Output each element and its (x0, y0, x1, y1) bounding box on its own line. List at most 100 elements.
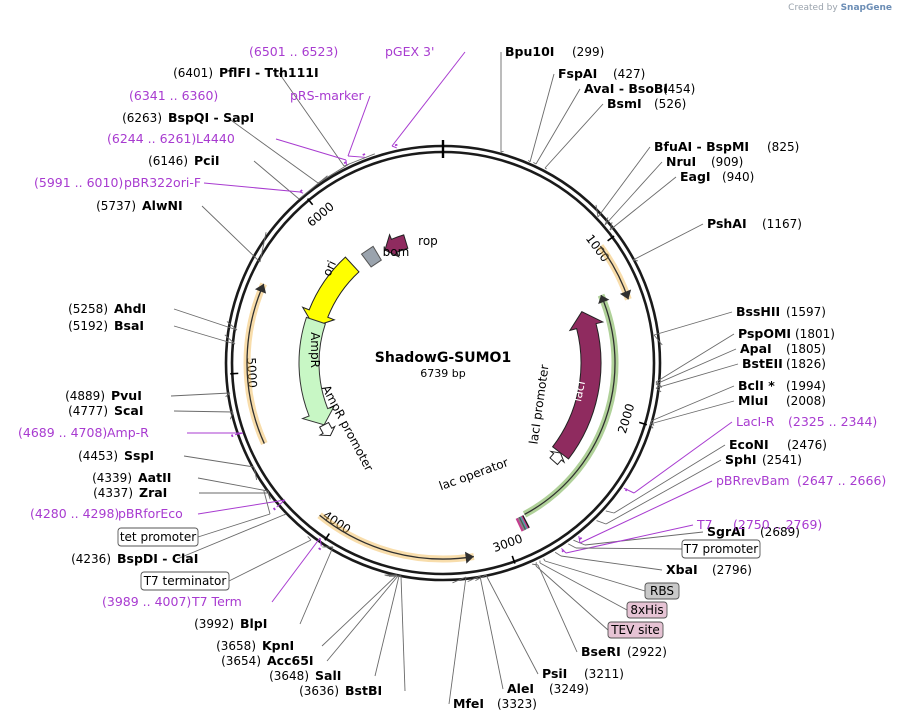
restriction-site[interactable]: NruI(909) (604, 154, 743, 226)
restriction-site[interactable]: (4889)PvuI (65, 388, 231, 403)
restriction-site[interactable]: (5192)BsaI (68, 318, 236, 345)
restriction-site[interactable]: AleI(3249) (467, 575, 589, 696)
restriction-site[interactable]: (5258)AhdI (68, 301, 238, 331)
site-position: (4453) (78, 449, 118, 463)
feature-laci[interactable] (551, 311, 605, 460)
site-name: Acc65I (267, 653, 314, 668)
boxed-feature-label[interactable]: RBS (543, 558, 680, 600)
restriction-site[interactable]: PspOMI(1801) (655, 326, 835, 388)
primer-label[interactable]: (4280 .. 4298)pBRforEco (30, 499, 286, 521)
restriction-site[interactable]: (3648)SalI (269, 575, 400, 683)
restriction-site[interactable]: XbaI(2796) (554, 551, 752, 577)
primer-label[interactable]: (6244 .. 6261)L4440 (107, 131, 348, 166)
boxed-feature-label[interactable]: T7 promoter (568, 539, 761, 559)
restriction-site[interactable]: ApaI(1805) (655, 341, 826, 388)
site-name: BfuAI - BspMI (654, 139, 749, 154)
restriction-site[interactable]: (4236)BspDI - ClaI (71, 513, 287, 566)
restriction-site[interactable]: EagI(940) (609, 169, 754, 231)
feature-boxes: tet promoter T7 terminator T7 promoterRBS8… (117, 490, 761, 639)
restriction-site[interactable]: BstEII(1826) (655, 356, 826, 393)
restriction-site[interactable]: PshAI(1167) (632, 216, 802, 262)
primer-label[interactable]: (5991 .. 6010)pBR322ori-F (34, 175, 304, 194)
primer-arc-left-region[interactable] (243, 282, 268, 445)
restriction-site[interactable]: (5737)AlwNI (96, 198, 267, 263)
primer-arc-pshai-region[interactable] (597, 244, 632, 301)
boxed-feature-label[interactable]: 8xHis (539, 560, 668, 619)
restriction-site[interactable]: (3992)BlpI (194, 546, 334, 631)
restriction-site[interactable]: MfeI (3323) (448, 576, 537, 711)
restriction-site[interactable]: (3654)Acc65I (221, 574, 399, 668)
site-position: (526) (654, 97, 686, 111)
primer-name: T7 Term (191, 594, 242, 609)
boxed-feature-label[interactable]: T7 terminator (140, 536, 312, 591)
restriction-site[interactable]: PsiI(3211) (475, 574, 624, 681)
restriction-site[interactable]: (6146)PciI (148, 153, 328, 200)
site-name: BstBI (345, 683, 382, 698)
restriction-site[interactable]: (4453)SspI (78, 448, 258, 481)
restriction-site[interactable]: (3636) BstBI (299, 575, 406, 698)
primer-label[interactable]: (3989 .. 4007)T7 Term (102, 537, 322, 609)
restriction-site[interactable]: SphI(2541) (596, 452, 802, 525)
restriction-site[interactable]: FspAI(427) (527, 66, 645, 163)
snapgene-watermark: Created by SnapGene (788, 3, 892, 13)
scale-tick (511, 555, 516, 564)
boxed-label-text: TEV site (610, 623, 660, 637)
site-position: (3992) (194, 617, 234, 631)
boxed-feature-label[interactable]: TEV site (535, 562, 664, 639)
site-name: MfeI (453, 696, 484, 711)
feature-lac-operator-segment (517, 516, 527, 531)
restriction-site[interactable]: EcoNI(2476) (605, 437, 827, 514)
site-position: (3636) (299, 684, 339, 698)
restriction-site[interactable]: (4339)AatII (92, 470, 271, 500)
feature-lac-operator-segment (521, 515, 530, 529)
restriction-site[interactable]: BssHII(1597) (653, 304, 826, 346)
primer-range: (4689 .. 4708) (18, 425, 107, 440)
site-position: (1826) (786, 357, 826, 371)
boxed-label-text: T7 terminator (143, 574, 227, 588)
site-name: AhdI (114, 301, 146, 316)
restriction-site[interactable]: (4337)ZraI (93, 485, 271, 500)
feature-lac-operator-segment (515, 517, 524, 532)
restriction-site[interactable]: AvaI - BsoBI(454) (533, 81, 695, 165)
site-name: PshAI (707, 216, 747, 231)
feature-lac-operator-segment (519, 516, 528, 530)
scale-label: 6000 (304, 199, 336, 229)
feature-bom[interactable] (360, 245, 382, 268)
primer-name: (2647 .. 2666) (797, 473, 886, 488)
primer-label[interactable]: LacI-R(2325 .. 2344) (623, 414, 877, 494)
label-laci-promoter: lacI promoter (527, 364, 552, 446)
restriction-site[interactable]: BfuAI - BspMI(825) (595, 139, 799, 218)
primer-range: LacI-R (736, 414, 775, 429)
site-name: BsmI (607, 96, 642, 111)
primer-label[interactable]: (6341 .. 6360)pRS-marker (129, 88, 371, 158)
restriction-site[interactable]: (6263)BspQI - SapI (122, 110, 349, 184)
site-position: (3323) (497, 697, 537, 711)
restriction-site[interactable]: Bpu10I(299) (500, 44, 604, 153)
site-name: BsaI (114, 318, 144, 333)
restriction-site[interactable]: (3658)KpnI (216, 574, 398, 653)
primer-label[interactable]: T7(2750 .. 2769) (561, 517, 822, 554)
site-name: BstEII (742, 356, 783, 371)
restriction-site[interactable]: BsmI (526) (544, 96, 686, 170)
primer-label[interactable]: (4689 .. 4708)Amp-R (18, 425, 244, 440)
site-position: (3249) (549, 682, 589, 696)
site-name: AlwNI (142, 198, 183, 213)
restriction-site[interactable]: SgrAI(2689) (573, 524, 800, 546)
primer-name: pBRforEco (118, 506, 183, 521)
site-position: (2922) (627, 645, 667, 659)
feature-laci-promoter[interactable] (549, 450, 566, 466)
site-name: SalI (315, 668, 341, 683)
restriction-site[interactable]: BseRI(2922) (532, 563, 667, 659)
primer-label[interactable]: (6501 .. 6523)pGEX 3' (249, 44, 466, 149)
restriction-site[interactable]: MluI(2008) (649, 393, 826, 429)
boxed-feature-label[interactable]: tet promoter (117, 490, 271, 547)
restriction-site[interactable]: BclI *(1994) (650, 378, 826, 426)
primer-label[interactable]: pBRrevBam(2647 .. 2666) (578, 473, 886, 544)
restriction-site[interactable]: (6401)PflFI - Tth111I (173, 65, 375, 167)
restriction-site[interactable]: (4777)ScaI (68, 403, 234, 420)
site-name: PsiI (542, 666, 567, 681)
primer-arc-lower-region[interactable] (317, 512, 475, 564)
feature-rop[interactable] (384, 233, 409, 258)
feature-ampr-promoter[interactable] (318, 421, 336, 437)
primer-arc-laci-region[interactable] (522, 293, 619, 518)
